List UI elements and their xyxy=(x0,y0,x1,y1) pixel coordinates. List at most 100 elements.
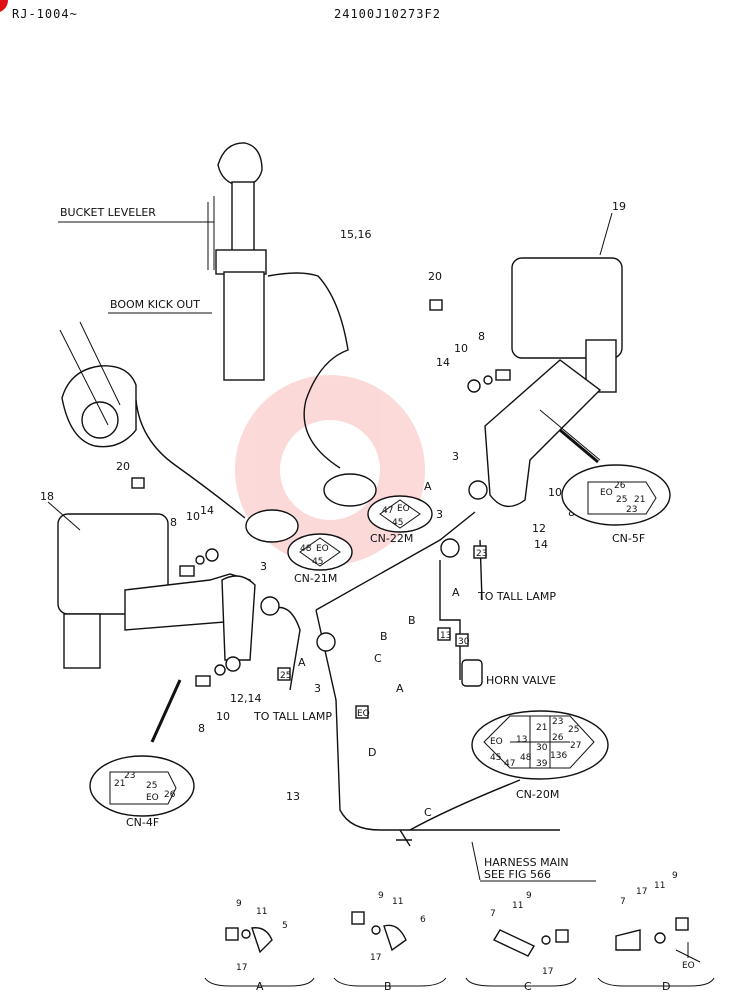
clamp-C-2: C xyxy=(424,806,432,819)
boom-kick-out-label: BOOM KICK OUT xyxy=(110,298,200,311)
bucket-leveler-label: BUCKET LEVELER xyxy=(60,206,156,219)
part-num-8-left-top: 8 xyxy=(170,516,177,529)
kick-out-wire xyxy=(135,399,246,519)
part-num-8-left: 8 xyxy=(198,722,205,735)
svg-text:EO: EO xyxy=(600,488,613,498)
clamp-A-2: A xyxy=(452,586,460,599)
svg-text:EO: EO xyxy=(397,504,410,514)
svg-text:26: 26 xyxy=(614,481,626,491)
connector-oval-2 xyxy=(245,509,299,543)
washer-14-left xyxy=(205,548,219,562)
boom-kick-out-switch xyxy=(59,321,137,448)
grommet-3-b xyxy=(440,538,460,558)
bolt-8-lower-left xyxy=(195,675,211,687)
terminal-25-label: 25 xyxy=(280,671,291,681)
detail-b: 9 11 6 17 B xyxy=(333,891,447,993)
svg-text:25: 25 xyxy=(616,495,627,505)
svg-text:A: A xyxy=(256,980,264,993)
part-num-18: 18 xyxy=(40,490,54,503)
svg-text:9: 9 xyxy=(672,871,678,881)
svg-text:D: D xyxy=(662,980,670,993)
cn4f-label: CN-4F xyxy=(126,816,159,829)
terminal-EO xyxy=(355,705,369,719)
bolt-8 xyxy=(495,369,511,381)
clamp-A-1: A xyxy=(424,480,432,493)
svg-text:5: 5 xyxy=(282,921,288,931)
connector-cn20m: 23 25 EO 13 21 26 27 30 136 45 47 48 39 xyxy=(471,710,609,780)
terminal-25 xyxy=(277,667,291,681)
svg-text:26: 26 xyxy=(552,733,564,743)
svg-text:45: 45 xyxy=(392,518,403,528)
svg-text:47: 47 xyxy=(382,506,393,516)
bolt-8-left xyxy=(179,565,195,577)
horn-valve-wire xyxy=(439,560,461,680)
svg-text:48: 48 xyxy=(300,544,312,554)
part-19-leader xyxy=(599,212,613,256)
cn4f-pointer xyxy=(150,679,182,743)
svg-text:EO: EO xyxy=(682,961,695,971)
svg-text:9: 9 xyxy=(378,891,384,901)
connector-oval-1 xyxy=(323,473,377,507)
part-num-19: 19 xyxy=(612,200,626,213)
part-num-10-left: 10 xyxy=(216,710,230,723)
grommet-3-d xyxy=(316,632,336,652)
washer-14 xyxy=(467,379,481,393)
part-num-14-left-top: 14 xyxy=(200,504,214,517)
svg-text:23: 23 xyxy=(552,717,563,727)
svg-text:B: B xyxy=(384,980,392,993)
svg-text:23: 23 xyxy=(626,505,637,515)
svg-text:21: 21 xyxy=(114,779,125,789)
horn-valve xyxy=(461,659,483,687)
svg-text:30: 30 xyxy=(536,743,548,753)
header-left: RJ-1004~ xyxy=(12,7,78,21)
svg-text:21: 21 xyxy=(536,723,547,733)
part-num-14-right-top: 14 xyxy=(436,356,450,369)
bolt-20-right xyxy=(429,299,443,311)
cn20m-label: CN-20M xyxy=(516,788,559,801)
terminal-EO-label: EO xyxy=(357,709,370,719)
cn5f-label: CN-5F xyxy=(612,532,645,545)
connector-cn21m: 48 EO 45 xyxy=(287,533,353,571)
svg-text:6: 6 xyxy=(420,915,426,925)
part-num-10-right-top: 10 xyxy=(454,342,468,355)
svg-text:11: 11 xyxy=(654,881,665,891)
part-num-20-left: 20 xyxy=(116,460,130,473)
part-num-12-right: 12 xyxy=(532,522,546,535)
to-tall-lamp-left: TO TALL LAMP xyxy=(253,710,332,723)
harness-junction xyxy=(396,829,412,847)
to-tall-lamp-right: TO TALL LAMP xyxy=(477,590,556,603)
clamp-C-1: C xyxy=(374,652,382,665)
bucket-leveler-cylinder xyxy=(207,142,267,381)
svg-text:13: 13 xyxy=(516,735,527,745)
harness-main-leader xyxy=(471,841,481,881)
svg-text:EO: EO xyxy=(146,793,159,803)
svg-text:27: 27 xyxy=(570,741,581,751)
part-num-10-left-top: 10 xyxy=(186,510,200,523)
part-num-3-d: 3 xyxy=(314,682,321,695)
part-num-20-right: 20 xyxy=(428,270,442,283)
terminal-23 xyxy=(473,545,487,559)
part-num-10-right: 10 xyxy=(548,486,562,499)
clamp-A-3: A xyxy=(298,656,306,669)
cn5f-pointer xyxy=(559,428,599,464)
part-num-3-b: 3 xyxy=(436,508,443,521)
part-num-3-a: 3 xyxy=(452,450,459,463)
terminal-23-label: 23 xyxy=(476,549,487,559)
cn21m-label: CN-21M xyxy=(294,572,337,585)
part-num-8-right-top: 8 xyxy=(478,330,485,343)
svg-text:21: 21 xyxy=(634,495,645,505)
svg-text:EO: EO xyxy=(316,544,329,554)
svg-text:25: 25 xyxy=(146,781,157,791)
harness-main-line1: HARNESS MAIN xyxy=(484,856,569,869)
part-num-15-16: 15,16 xyxy=(340,228,372,241)
svg-text:47: 47 xyxy=(504,759,515,769)
main-harness xyxy=(315,511,560,831)
svg-text:17: 17 xyxy=(636,887,647,897)
terminal-13 xyxy=(437,627,451,641)
svg-text:25: 25 xyxy=(568,725,579,735)
part-num-12-14-left: 12,14 xyxy=(230,692,262,705)
clamp-A-4: A xyxy=(396,682,404,695)
svg-text:17: 17 xyxy=(542,967,553,977)
svg-text:11: 11 xyxy=(512,901,523,911)
bolt-20-left xyxy=(131,477,145,489)
